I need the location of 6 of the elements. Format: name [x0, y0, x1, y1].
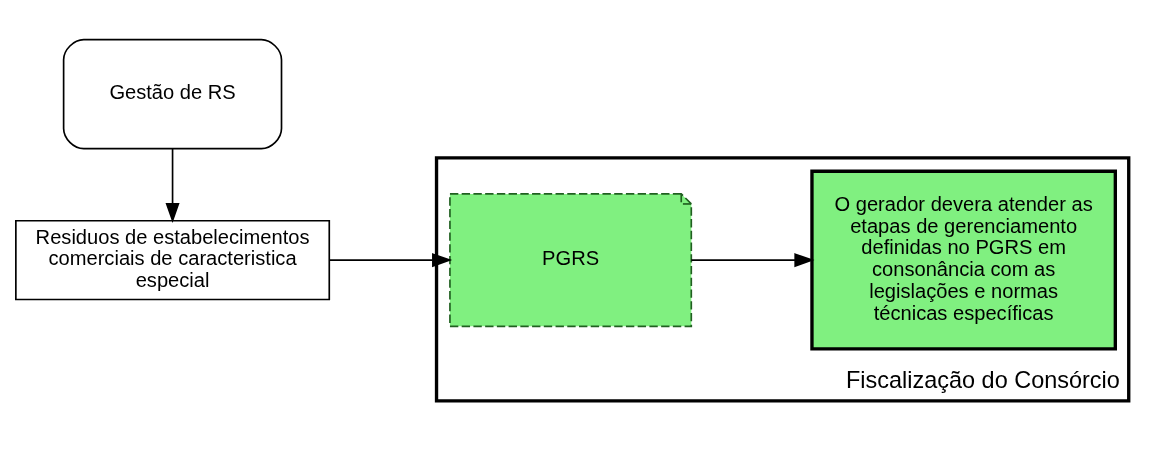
- arrow: [328, 253, 453, 268]
- arrow: [165, 148, 180, 224]
- arrow: [690, 253, 815, 268]
- node-box: O gerador devera atender as etapas de gerenciamento definidas no PGRS em consonância com as legislações e normas técnicas específicas: [810, 169, 1117, 351]
- node-box: Gestão de RS: [62, 38, 283, 150]
- node-box: Residuos de estabelecimentos comerciais de caracteristica especial: [15, 219, 331, 301]
